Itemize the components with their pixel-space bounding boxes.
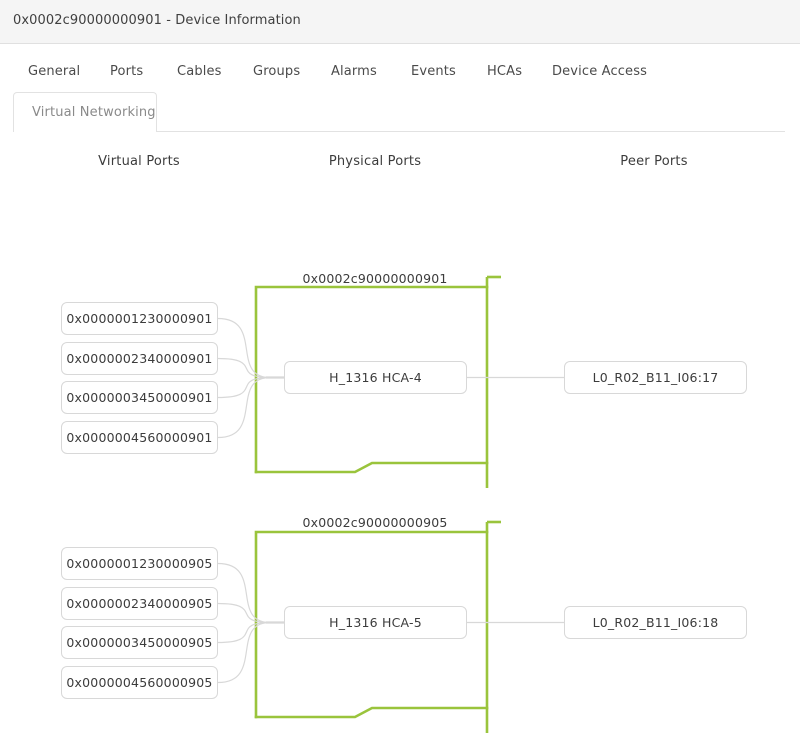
virtual-port-node[interactable]: 0x0000004560000901 <box>61 421 218 454</box>
column-header-physical-ports: Physical Ports <box>328 154 422 169</box>
edge-virtual-to-physical <box>217 602 271 624</box>
tab-alarms[interactable]: Alarms <box>331 64 377 79</box>
virtual-port-node[interactable]: 0x0000001230000901 <box>61 302 218 335</box>
tab-cables[interactable]: Cables <box>177 64 222 79</box>
edge-virtual-to-physical <box>217 621 271 684</box>
tab-groups[interactable]: Groups <box>253 64 301 79</box>
tab-virtual-networking[interactable]: Virtual Networking <box>13 92 157 132</box>
column-header-virtual-ports: Virtual Ports <box>98 154 180 169</box>
edge-virtual-to-physical <box>217 562 271 624</box>
virtual-port-node[interactable]: 0x0000002340000901 <box>61 342 218 375</box>
group-caption: 0x0002c90000000905 <box>302 515 448 530</box>
virtual-networking-diagram: 0x0002c90000000901 0x0000001230000901 0x00… <box>0 132 800 733</box>
tab-strip-divider <box>13 131 785 132</box>
group-bracket-bottom-notch <box>254 461 489 474</box>
column-header-peer-ports: Peer Ports <box>620 154 688 169</box>
virtual-port-node[interactable]: 0x0000004560000905 <box>61 666 218 699</box>
group-bracket-outline <box>254 530 489 719</box>
edge-virtual-to-physical <box>217 317 271 379</box>
tab-strip-secondary: Virtual Networking <box>0 92 800 132</box>
group-bracket-bottom-notch <box>254 706 489 719</box>
diagram-edges-layer <box>217 275 564 733</box>
tab-events[interactable]: Events <box>411 64 456 79</box>
virtual-port-node[interactable]: 0x0000003450000905 <box>61 626 218 659</box>
dialog-header: 0x0002c90000000901 - Device Information <box>0 0 800 44</box>
peer-port-node[interactable]: L0_R02_B11_I06:17 <box>564 361 747 394</box>
tab-virtual-networking-label: Virtual Networking <box>32 105 156 120</box>
edge-virtual-to-physical <box>217 357 271 379</box>
tab-strip-divider-gap <box>14 131 156 132</box>
edge-virtual-to-physical <box>217 376 271 399</box>
tab-general[interactable]: General <box>28 64 81 79</box>
virtual-port-node[interactable]: 0x0000002340000905 <box>61 587 218 620</box>
physical-port-node[interactable]: H_1316 HCA-5 <box>284 606 467 639</box>
page-title: 0x0002c90000000901 - Device Information <box>13 13 301 28</box>
edge-virtual-to-physical <box>217 621 271 644</box>
group-caption: 0x0002c90000000901 <box>302 271 448 286</box>
virtual-port-node[interactable]: 0x0000001230000905 <box>61 547 218 580</box>
tab-strip: General Ports Cables Groups Alarms Events HCAs… <box>0 45 800 92</box>
virtual-port-node[interactable]: 0x0000003450000901 <box>61 381 218 414</box>
group-bracket-outline <box>254 285 489 474</box>
edge-virtual-to-physical <box>217 376 271 439</box>
tab-hcas[interactable]: HCAs <box>487 64 523 79</box>
physical-port-node[interactable]: H_1316 HCA-4 <box>284 361 467 394</box>
tab-ports[interactable]: Ports <box>110 64 144 79</box>
tab-device-access[interactable]: Device Access <box>552 64 648 79</box>
peer-port-node[interactable]: L0_R02_B11_I06:18 <box>564 606 747 639</box>
